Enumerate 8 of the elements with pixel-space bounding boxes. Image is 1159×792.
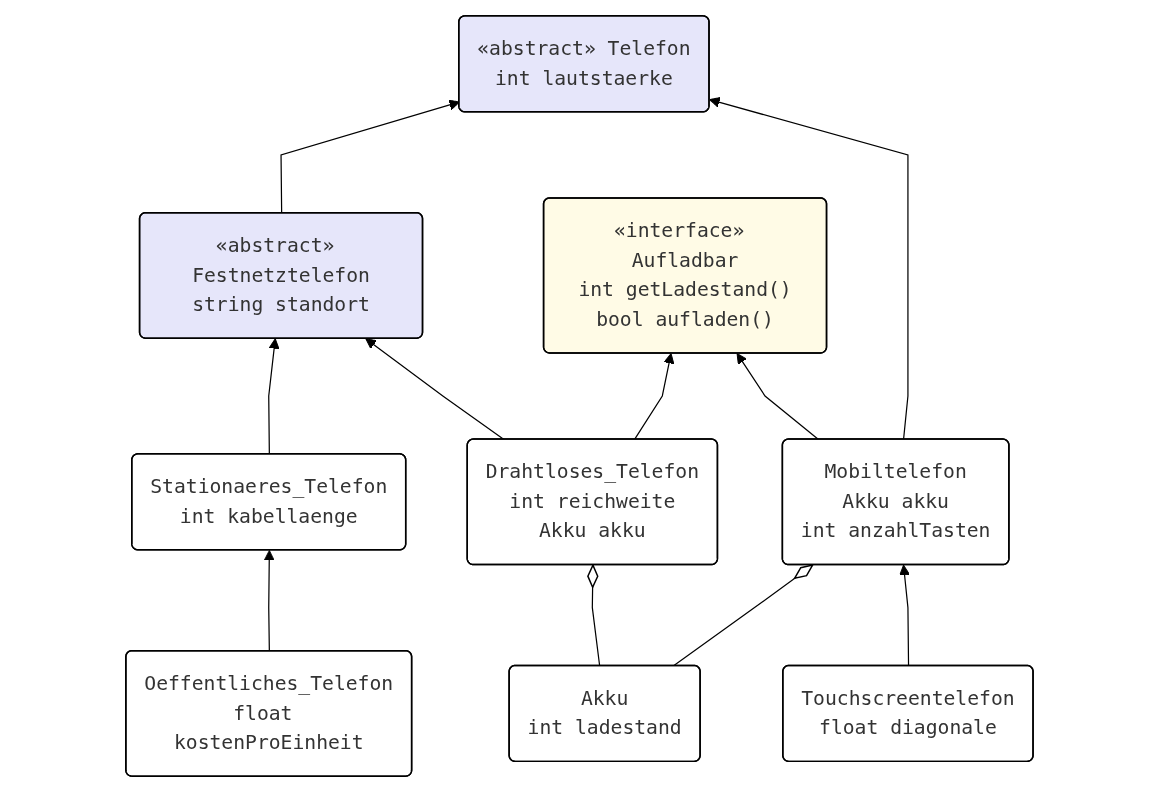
arrow — [709, 97, 909, 441]
connector — [672, 564, 814, 667]
arrow — [736, 353, 820, 441]
connector — [587, 564, 601, 667]
arrow — [899, 564, 910, 667]
arrow — [633, 353, 675, 441]
arrow — [365, 338, 505, 441]
arrow — [263, 549, 275, 652]
